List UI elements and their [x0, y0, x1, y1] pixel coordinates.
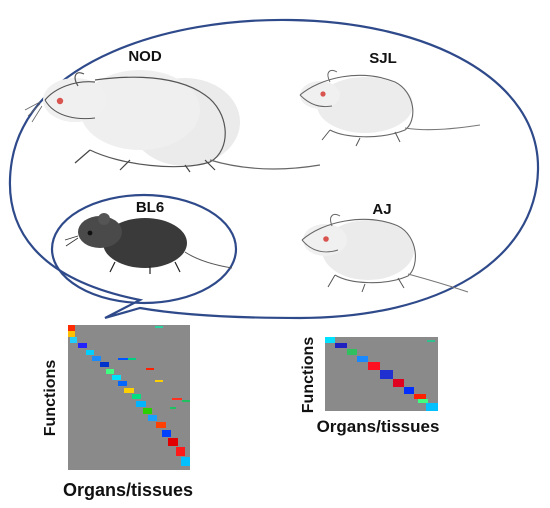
- large-heatmap-xlabel: Organs/tissues: [63, 480, 193, 500]
- nod-mouse-sketch-icon: [24, 70, 321, 173]
- small-heatmap-xlabel: Organs/tissues: [317, 417, 440, 436]
- sjl-mouse-sketch-icon: [299, 69, 481, 147]
- bl6-mouse-sketch-icon: [64, 213, 233, 274]
- small-heatmap: [325, 337, 438, 411]
- large-heatmap-cells: [68, 325, 190, 466]
- strain-label-sjl: SJL: [369, 50, 397, 67]
- aj-mouse-sketch-icon: [301, 213, 469, 293]
- strain-label-bl6: BL6: [136, 199, 164, 216]
- strain-label-aj: AJ: [372, 201, 391, 218]
- small-heatmap-ylabel: Functions: [300, 337, 317, 414]
- all-strains-bubble-outline: [8, 18, 540, 320]
- large-heatmap-ylabel: Functions: [42, 360, 59, 437]
- strain-label-nod: NOD: [128, 48, 162, 65]
- large-heatmap: [68, 325, 190, 470]
- small-heatmap-cells: [325, 337, 438, 411]
- bl6-subset-outline: [50, 193, 238, 305]
